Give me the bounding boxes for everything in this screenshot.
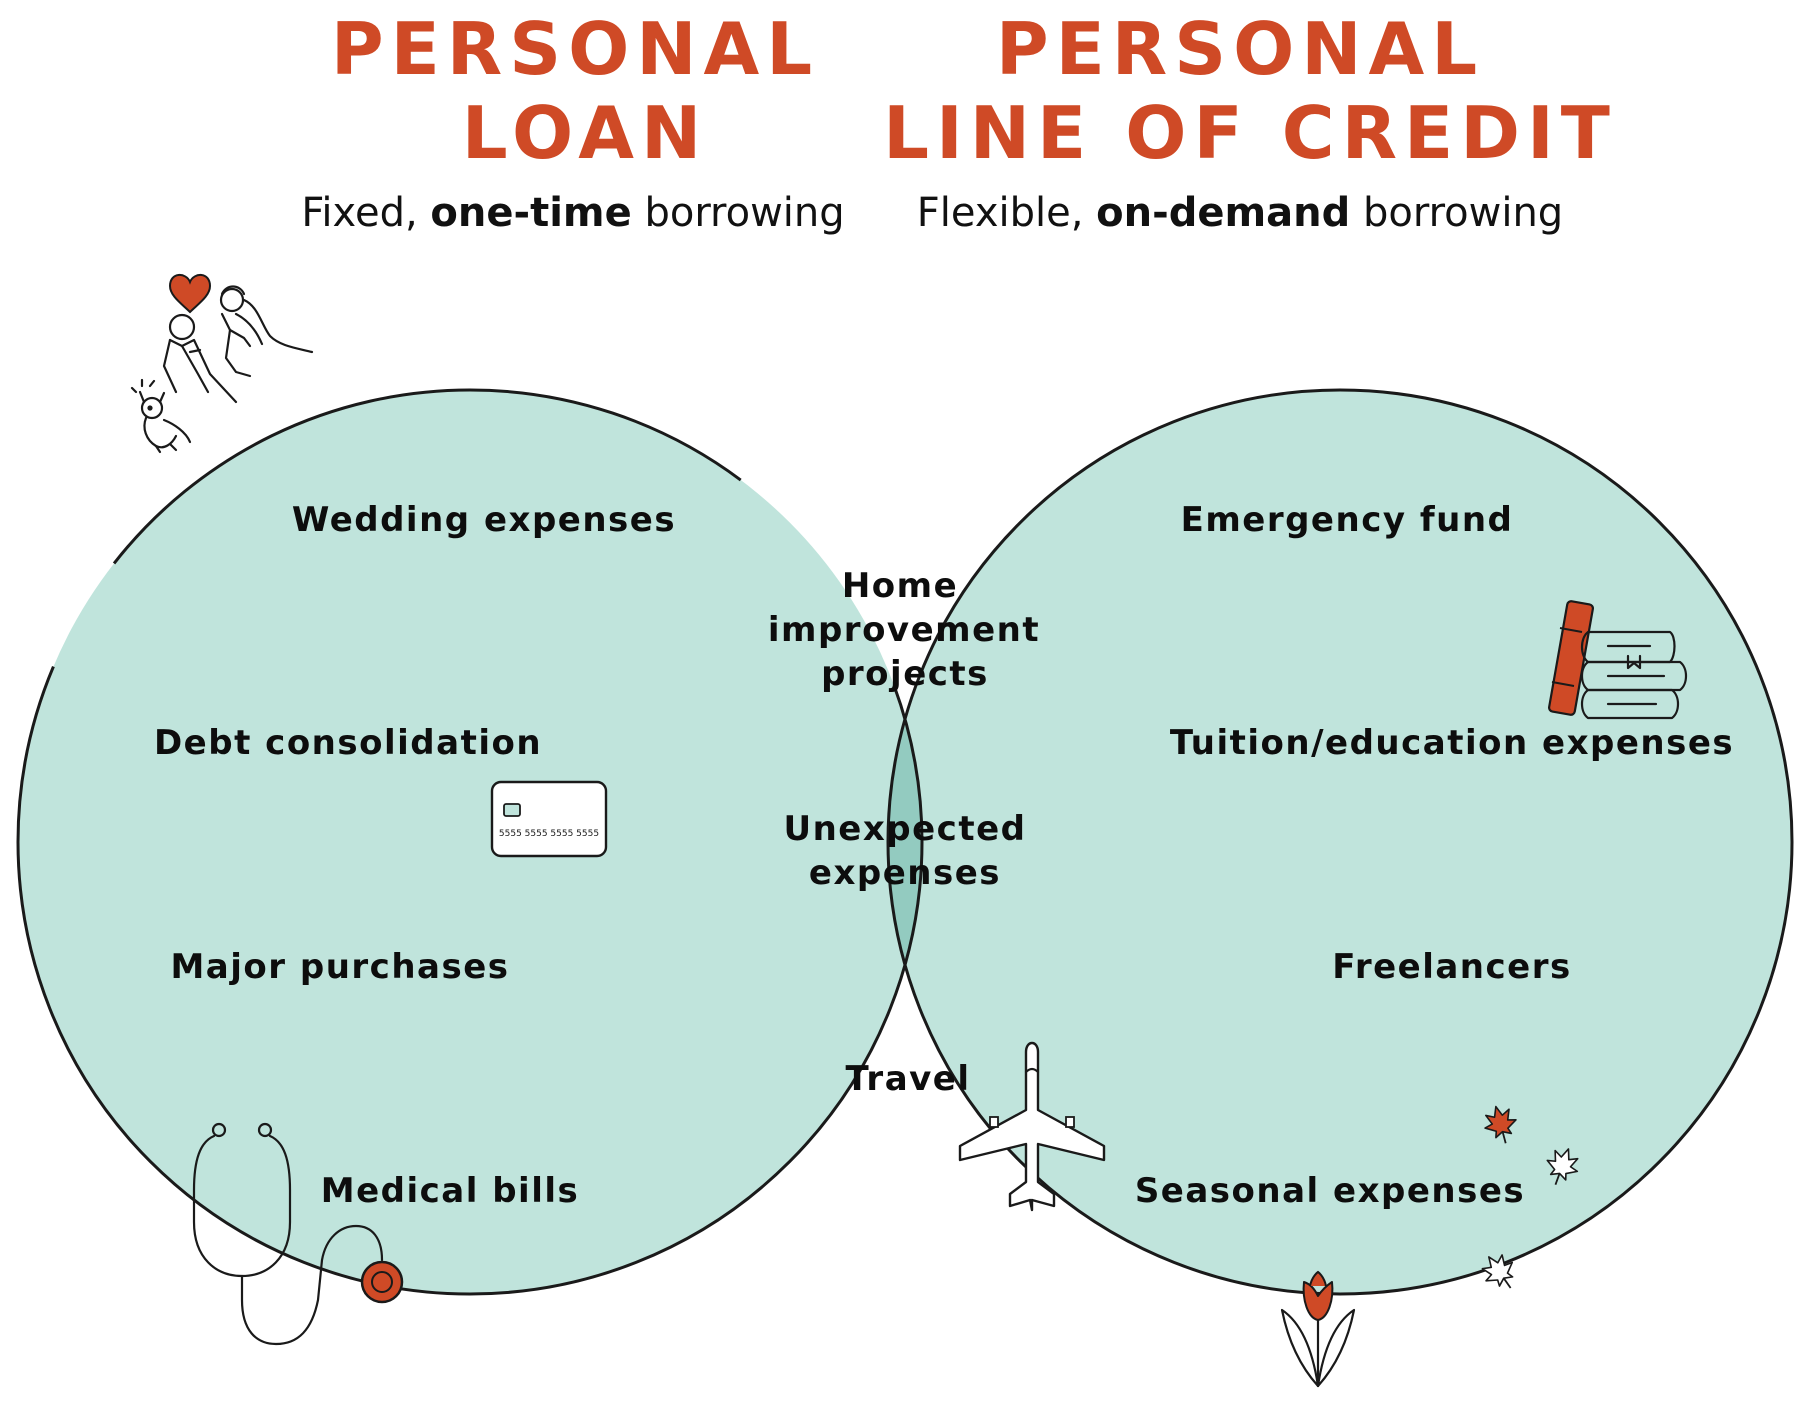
right-subtitle: Flexible, on-demand borrowing [917,190,1563,236]
overlap-home-line2: improvement [768,610,1040,650]
left-title-line1: PERSONAL [331,7,819,91]
maple-leaf-icon [1484,1105,1517,1144]
right-title-line1: PERSONAL [996,7,1484,91]
tulip-icon [1280,1270,1356,1388]
overlap-unexpected-line1: Unexpected [783,809,1026,849]
right-item-freelancers: Freelancers [1332,947,1571,987]
maple-leaf-icon [1481,1254,1514,1289]
overlap-unexpected-line2: expenses [809,853,1001,893]
left-subtitle: Fixed, one-time borrowing [301,190,844,236]
heart-icon [168,274,212,314]
maple-leaf-icon [1546,1148,1579,1185]
credit-card-icon: 5555 5555 5555 5555 [490,780,608,858]
overlap-home-line3: projects [821,654,989,694]
stethoscope-icon [192,1122,404,1346]
dog-icon [130,378,192,454]
right-item-seasonal: Seasonal expenses [1135,1171,1525,1211]
right-title-line2: LINE OF CREDIT [883,91,1617,175]
books-icon [1548,600,1688,720]
overlap-travel: Travel [845,1059,970,1099]
airplane-icon [958,1041,1106,1212]
left-circle [18,390,922,1294]
left-item-medical: Medical bills [321,1171,580,1211]
left-item-wedding: Wedding expenses [292,500,676,540]
overlap-home-line1: Home [842,566,958,606]
right-item-emergency: Emergency fund [1181,500,1514,540]
wedding-couple-icon [162,285,314,404]
left-title-line2: LOAN [462,91,709,175]
left-item-debt: Debt consolidation [154,723,542,763]
right-item-tuition: Tuition/education expenses [1170,723,1734,763]
card-number: 5555 5555 5555 5555 [499,829,599,839]
left-item-purchases: Major purchases [170,947,509,987]
left-circle-outline [16,388,924,1296]
right-circle-outline [886,388,1794,1296]
